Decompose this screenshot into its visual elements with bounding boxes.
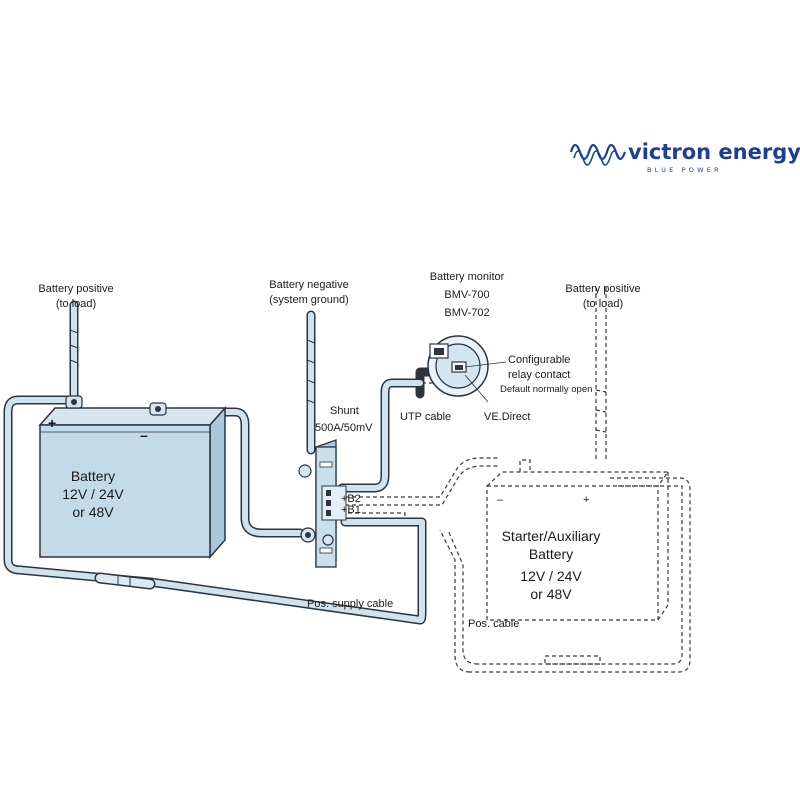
aux-battery-line-2: Battery xyxy=(529,546,573,562)
label-battery-negative-1: Battery negative xyxy=(269,279,349,291)
main-battery-line-1: Battery xyxy=(71,468,115,484)
brand-tagline: BLUE POWER xyxy=(647,166,722,174)
main-battery-line-3: or 48V xyxy=(72,504,114,520)
shunt: +B2 +B1 xyxy=(298,439,361,568)
label-relay-note: Default normally open xyxy=(500,384,592,395)
aux-battery-line-1: Starter/Auxiliary xyxy=(502,528,601,544)
label-relay-1: Configurable xyxy=(508,354,570,366)
label-battery-positive-right-1: Battery positive xyxy=(565,283,640,295)
battery-monitor xyxy=(427,335,507,403)
label-shunt-1: Shunt xyxy=(330,405,359,417)
main-battery-minus-sign: – xyxy=(140,427,148,443)
main-battery: + – Battery 12V / 24V or 48V xyxy=(38,395,227,559)
main-battery-line-2: 12V / 24V xyxy=(62,486,124,502)
shunt-b2-label: +B2 xyxy=(341,493,361,505)
label-battery-positive-left-2: (to load) xyxy=(56,298,96,310)
label-ve-direct: VE.Direct xyxy=(484,411,530,423)
aux-battery: – + Starter/Auxiliary Battery 12V / 24V … xyxy=(497,494,600,602)
diagram-labels: Battery positive (to load) Battery negat… xyxy=(38,271,640,630)
victron-logo: victron energy BLUE POWER xyxy=(569,140,800,174)
label-relay-2: relay contact xyxy=(508,369,570,381)
label-pos-supply-cable: Pos. supply cable xyxy=(307,598,393,610)
aux-battery-line-3: 12V / 24V xyxy=(520,568,582,584)
inline-fuse xyxy=(94,572,156,590)
label-battery-monitor-1: Battery monitor xyxy=(430,271,505,283)
label-battery-monitor-2: BMV-700 xyxy=(444,289,489,301)
main-battery-positive-terminal xyxy=(65,395,83,409)
victron-swirl-icon xyxy=(569,143,627,166)
brand-name: victron energy xyxy=(628,140,800,164)
aux-battery-minus-sign: – xyxy=(497,494,504,506)
label-battery-positive-right-2: (to load) xyxy=(583,298,623,310)
aux-battery-plus-sign: + xyxy=(583,494,589,506)
shunt-b1-label: +B1 xyxy=(341,504,361,516)
label-battery-monitor-3: BMV-702 xyxy=(444,307,489,319)
label-utp-cable: UTP cable xyxy=(400,411,451,423)
label-pos-cable: Pos. cable xyxy=(468,618,519,630)
label-battery-negative-2: (system ground) xyxy=(269,294,348,306)
label-shunt-2: 500A/50mV xyxy=(315,422,373,434)
solid-cables xyxy=(3,300,441,625)
main-battery-plus-sign: + xyxy=(48,415,56,431)
aux-battery-line-4: or 48V xyxy=(530,586,572,602)
main-battery-negative-terminal xyxy=(149,402,167,416)
label-battery-positive-left-1: Battery positive xyxy=(38,283,113,295)
